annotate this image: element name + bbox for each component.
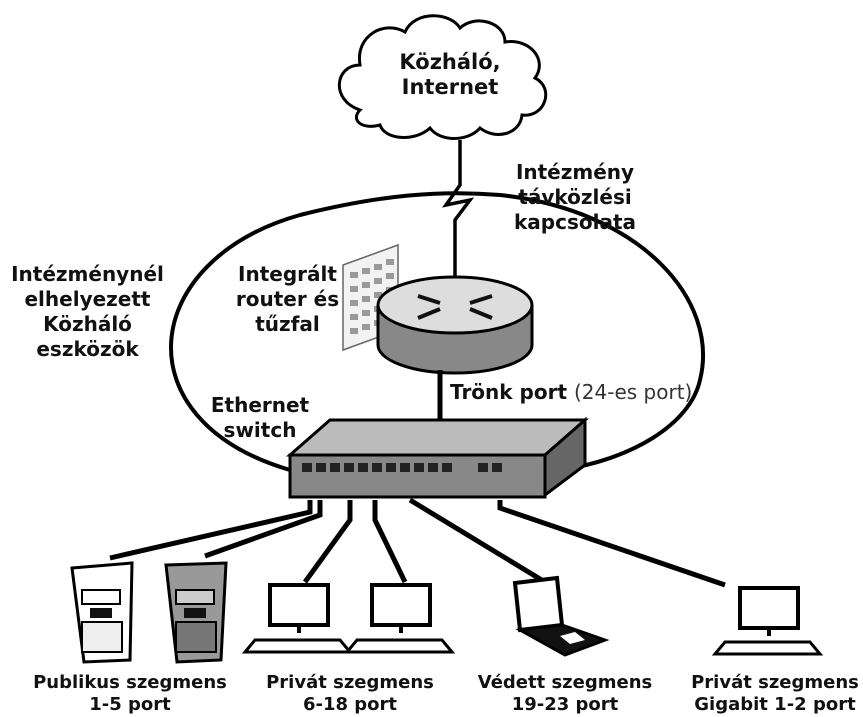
segment-label-private: Privát szegmens 6-18 port: [266, 672, 434, 715]
onsite-label: Intézménynél elhelyezett Közháló eszközö…: [11, 262, 164, 361]
router-icon: [376, 275, 534, 375]
device-links: [109, 497, 726, 588]
segment-label-protected: Védett szegmens 19-23 port: [477, 672, 653, 715]
telecom-label: Intézmény távközlési kapcsolata: [513, 160, 637, 234]
segment-label-public: Publikus szegmens 1-5 port: [33, 672, 227, 715]
public-server-icon: [164, 561, 228, 664]
trunk-label: Trönk port (24-es port): [450, 380, 693, 404]
public-server-icon: [70, 561, 134, 664]
private-pc-icon: [343, 583, 456, 654]
protected-laptop-icon: [512, 575, 610, 657]
gigabit-pc-icon: [711, 586, 824, 656]
internet-cloud: [337, 14, 548, 140]
switch-label: Ethernet switch: [210, 393, 310, 442]
private-pc-icon: [241, 583, 354, 654]
segment-label-gigabit: Privát szegmens Gigabit 1-2 port: [691, 672, 859, 715]
ethernet-switch-icon: [286, 416, 589, 499]
cloud-label: Közháló, Internet: [399, 50, 501, 99]
onsite-boundary-ellipse: [168, 191, 706, 472]
router-label: Integrált router és tűzfal: [235, 262, 340, 336]
telecom-link: [442, 140, 475, 290]
